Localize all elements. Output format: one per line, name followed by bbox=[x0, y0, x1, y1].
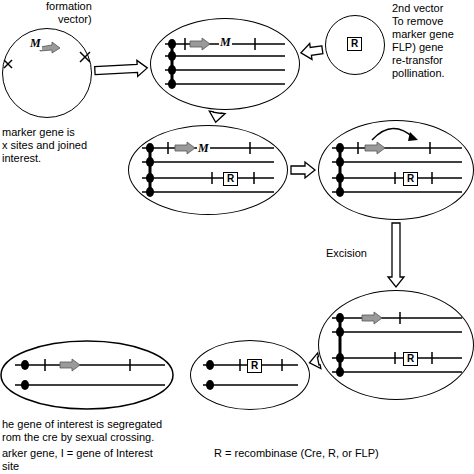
annotation-text: R = recombinase (Cre, R, or FLP) bbox=[214, 447, 379, 460]
plasmid-circle: R bbox=[325, 15, 385, 75]
recombinase-box: R bbox=[347, 37, 362, 51]
cell-oval: R bbox=[318, 290, 474, 400]
plasmid-circle: M bbox=[2, 28, 92, 118]
edge-label: Excision bbox=[326, 247, 367, 260]
block-arrow bbox=[291, 162, 315, 178]
annotation-text: marker gene is bbox=[2, 126, 75, 139]
recombinase-box: R bbox=[223, 172, 238, 186]
block-arrow bbox=[301, 44, 323, 60]
annotation-text: arker gene, I = gene of Interest bbox=[2, 447, 153, 460]
cell-oval: M bbox=[150, 18, 300, 110]
annotation-text: vector) bbox=[58, 13, 92, 26]
marker-gene-label: M bbox=[219, 36, 232, 49]
annotation-text: site bbox=[2, 460, 19, 473]
annotation-text: x sites and joined bbox=[2, 139, 87, 152]
cell-oval: MR bbox=[128, 125, 288, 215]
annotation-text: re-transfor bbox=[392, 54, 443, 67]
cell-oval: R bbox=[318, 120, 474, 220]
annotation-text: rom the cre by sexual crossing. bbox=[2, 431, 154, 444]
annotation-text: To remove bbox=[392, 15, 443, 28]
annotation-text: 2nd vector bbox=[392, 2, 443, 15]
marker-gene-label: M bbox=[197, 142, 210, 155]
block-arrow bbox=[388, 223, 404, 287]
annotation-text: FLP) gene bbox=[392, 41, 443, 54]
block-arrow bbox=[95, 60, 148, 76]
cell-oval: R bbox=[190, 340, 310, 410]
annotation-text: he gene of interest is segregated bbox=[2, 418, 162, 431]
annotation-text: pollination. bbox=[392, 67, 445, 80]
recombinase-box: R bbox=[247, 359, 262, 373]
block-arrow bbox=[209, 111, 225, 122]
recombinase-box: R bbox=[403, 172, 418, 186]
annotation-text: formation bbox=[46, 0, 92, 13]
recombinase-box: R bbox=[403, 352, 418, 366]
annotation-text: interest. bbox=[2, 152, 41, 165]
annotation-text: marker gene bbox=[392, 28, 454, 41]
block-arrow bbox=[310, 353, 321, 369]
marker-gene-label: M bbox=[29, 37, 42, 50]
